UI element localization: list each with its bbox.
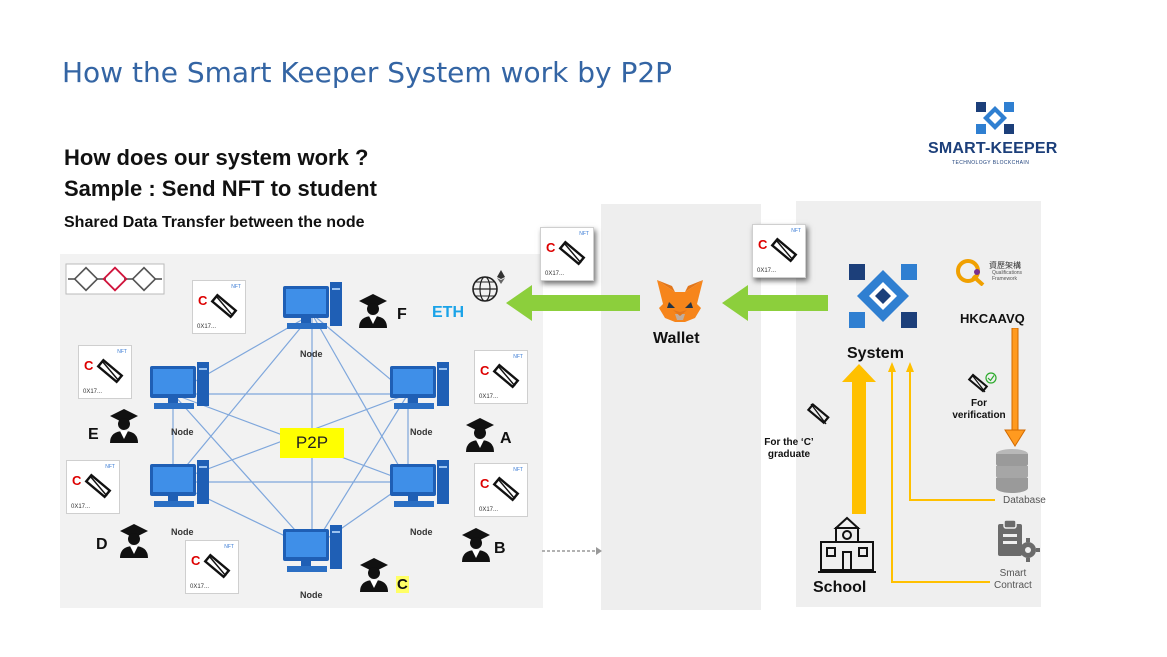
hkcaavq-label: HKCAAVQ [960, 311, 1025, 326]
smart-keeper-logo-icon [976, 102, 1014, 134]
database-icon [996, 449, 1028, 493]
node-label: Node [410, 427, 433, 437]
school-label: School [813, 579, 867, 596]
dashed-connector [542, 547, 602, 555]
qualifications-framework-logo-icon [956, 259, 985, 286]
school-building-icon [818, 516, 876, 573]
student-c-label: C [396, 576, 409, 593]
heading-shared-data: Shared Data Transfer between the node [64, 214, 365, 231]
arrow-system-to-wallet [722, 285, 828, 321]
p2p-network-graph [65, 263, 449, 572]
student-d-label: D [96, 536, 108, 553]
graduate-certificate-icon [806, 402, 830, 425]
eth-label: ETH [432, 304, 464, 321]
eth-globe-icon [472, 270, 505, 302]
graduate-icon [466, 418, 494, 452]
smart-contract-icon [998, 519, 1040, 562]
p2p-label: P2P [280, 428, 344, 458]
node-label: Node [410, 527, 433, 537]
wallet-fox-icon [657, 280, 703, 322]
node-label: Node [300, 590, 323, 600]
student-a-label: A [500, 430, 512, 447]
graduate-icon [360, 558, 388, 592]
node-label: Node [171, 527, 194, 537]
verified-certificate-icon [967, 372, 997, 393]
graduate-icon [462, 528, 490, 562]
qf-chinese-name: 資歷架構 [989, 261, 1021, 270]
logo-name: SMART-KEEPER [928, 140, 1058, 157]
heading-sample: Sample : Send NFT to student [64, 176, 377, 201]
graduate-icon [359, 294, 387, 328]
arrow-school-to-system [842, 364, 876, 514]
slide-title: How the Smart Keeper System work by P2P [62, 56, 673, 89]
node-label: Node [171, 427, 194, 437]
graduate-icon [110, 409, 138, 443]
logo-tagline: TECHNOLOGY BLOCKCHAIN [952, 160, 1030, 166]
for-graduate-label: For the ‘C’graduate [764, 437, 814, 460]
wallet-panel [601, 204, 761, 610]
heading-question: How does our system work ? [64, 145, 369, 170]
node-label: Node [300, 349, 323, 359]
student-f-label: F [397, 306, 407, 323]
student-e-label: E [88, 426, 99, 443]
data-feedback-lines [888, 362, 995, 583]
graduate-icon [120, 524, 148, 558]
system-label: System [847, 345, 904, 362]
arrow-wallet-to-eth [506, 285, 640, 321]
system-logo-icon [849, 264, 917, 328]
student-b-label: B [494, 540, 506, 557]
database-label: Database [1003, 495, 1046, 506]
wallet-label: Wallet [653, 330, 700, 347]
arrow-hkcaavq-to-database [1004, 328, 1026, 447]
